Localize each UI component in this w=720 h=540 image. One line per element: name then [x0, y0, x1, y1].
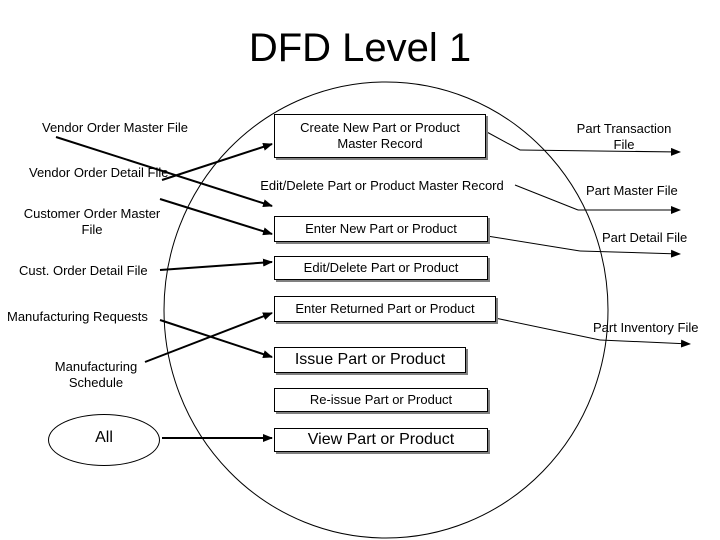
flow-customer-master-to-enter — [159, 198, 273, 236]
flow-mfg-schedule-to-returned — [144, 312, 273, 363]
output-part-transaction-file: Part Transaction File — [566, 121, 682, 153]
source-manufacturing-requests: Manufacturing Requests — [7, 309, 148, 324]
source-cust-order-detail: Cust. Order Detail File — [19, 263, 148, 278]
process-create-line2: Master Record — [337, 136, 423, 151]
flow-editmaster-to-masterfile — [514, 184, 579, 211]
process-reissue-part: Re-issue Part or Product — [274, 388, 488, 412]
source-manufacturing-schedule: Manufacturing Schedule — [48, 359, 144, 391]
flow-enter-to-detailfile — [486, 235, 581, 252]
process-edit-delete-part: Edit/Delete Part or Product — [274, 256, 488, 280]
source-customer-order-master-line2: File — [81, 222, 103, 237]
source-manufacturing-schedule-line1: Manufacturing — [54, 359, 138, 374]
source-manufacturing-schedule-line2: Schedule — [68, 375, 124, 390]
flow-mfg-requests-to-issue — [159, 319, 273, 358]
output-part-inventory-file: Part Inventory File — [593, 320, 699, 335]
output-part-transaction-line2: File — [613, 137, 635, 152]
flow-vendor-detail-to-create — [161, 142, 273, 181]
output-part-transaction-line1: Part Transaction — [576, 121, 672, 136]
source-all-label: All — [95, 429, 113, 446]
diagram-title: DFD Level 1 — [248, 26, 472, 70]
process-enter-new-part: Enter New Part or Product — [274, 216, 488, 242]
flow-cust-detail-to-edit — [159, 258, 273, 271]
input-flows — [55, 136, 273, 442]
process-view-part: View Part or Product — [274, 428, 488, 452]
source-customer-order-master: Customer Order Master File — [17, 206, 167, 238]
source-customer-order-master-line1: Customer Order Master — [23, 206, 161, 221]
flow-detailfile-out — [579, 249, 681, 258]
process-edit-delete-master: Edit/Delete Part or Product Master Recor… — [260, 178, 504, 193]
process-issue-part: Issue Part or Product — [274, 347, 466, 373]
output-part-detail-file: Part Detail File — [602, 230, 688, 245]
process-create-new-part: Create New Part or Product Master Record — [274, 114, 486, 158]
source-vendor-order-detail: Vendor Order Detail File — [29, 165, 169, 180]
system-boundary-circle — [163, 81, 609, 539]
flow-vendor-master-to-create — [55, 136, 273, 208]
process-enter-returned-part: Enter Returned Part or Product — [274, 296, 496, 322]
source-all-oval: All — [48, 414, 160, 466]
flow-inventory-out — [599, 339, 691, 348]
flow-create-to-transaction — [484, 130, 521, 151]
source-vendor-order-master: Vendor Order Master File — [42, 120, 188, 135]
output-flows — [484, 130, 691, 348]
flow-returned-to-inventory — [494, 317, 601, 341]
process-create-line1: Create New Part or Product — [300, 120, 460, 135]
output-part-master-file: Part Master File — [586, 183, 678, 198]
flow-transaction-out — [519, 147, 681, 156]
